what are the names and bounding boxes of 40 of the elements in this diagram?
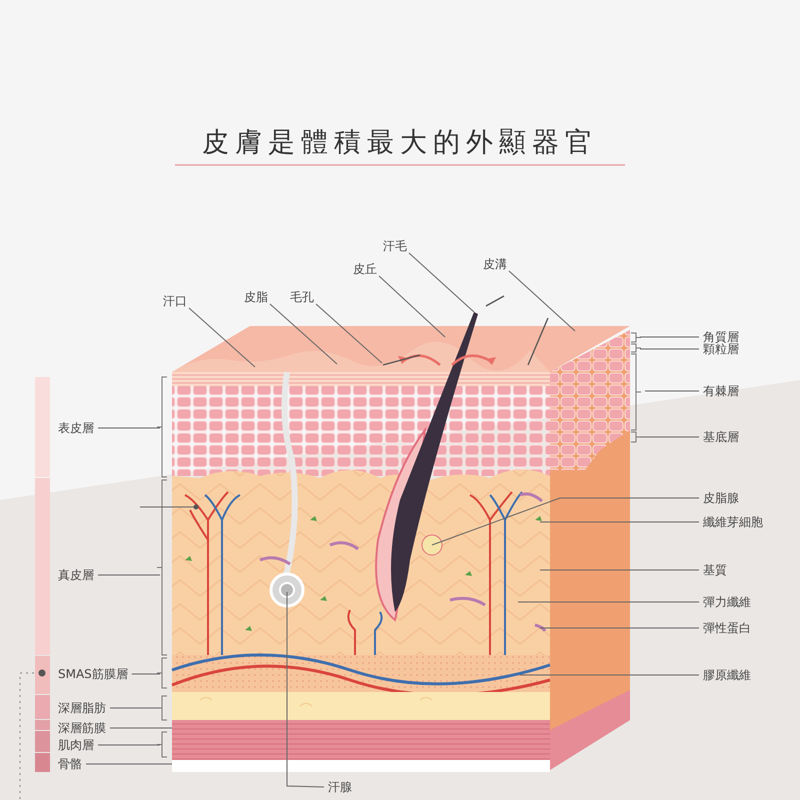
layer-label: 彈力纖維 <box>703 595 751 609</box>
layer-label: 皮脂 <box>244 290 268 304</box>
layer-label: 皮溝 <box>483 257 507 271</box>
layer-label: 表皮層 <box>58 421 94 435</box>
layer-label: 基底層 <box>703 430 739 444</box>
layer-label: 顆粒層 <box>703 342 739 356</box>
layer-label: 皮丘 <box>353 262 377 276</box>
layer-label: 深層筋膜 <box>58 721 106 735</box>
leader-line <box>378 276 446 338</box>
layer-label: 毛孔 <box>290 290 314 304</box>
layer-label: 深層脂肪 <box>58 701 106 715</box>
layer-label: 皮脂腺 <box>703 491 739 505</box>
layer-label: 骨骼 <box>58 757 82 771</box>
leader-line <box>640 348 700 350</box>
leader-line <box>270 304 338 364</box>
leader-line <box>286 592 324 788</box>
leader-line <box>98 744 160 746</box>
layer-label: 膠原纖維 <box>703 668 751 682</box>
leader-line <box>408 252 474 312</box>
leader-line <box>640 336 700 338</box>
leader-line <box>98 574 160 576</box>
layer-label: 纖維芽細胞 <box>703 515 763 529</box>
leader-line <box>432 498 700 546</box>
leader-line <box>640 436 700 438</box>
layer-label: 真皮層 <box>58 568 94 582</box>
leader-line <box>508 270 576 332</box>
layer-label: 汗口 <box>163 294 187 308</box>
layer-label: 基質 <box>703 563 727 577</box>
layer-label: 彈性蛋白 <box>703 621 751 635</box>
leader-line <box>644 390 700 392</box>
layer-label: SMAS筋膜層 <box>58 667 128 681</box>
layer-label: 汗毛 <box>383 239 407 253</box>
layer-label: 有棘層 <box>703 384 739 398</box>
layer-label: 肌肉層 <box>58 738 94 752</box>
leader-line <box>316 304 382 364</box>
layer-label: 角質層 <box>703 330 739 344</box>
title: 皮膚是體積最大的外顯器官 <box>201 126 599 160</box>
leader-line <box>188 308 256 368</box>
leader-line <box>520 674 700 676</box>
layer-label: 汗腺 <box>328 780 352 794</box>
